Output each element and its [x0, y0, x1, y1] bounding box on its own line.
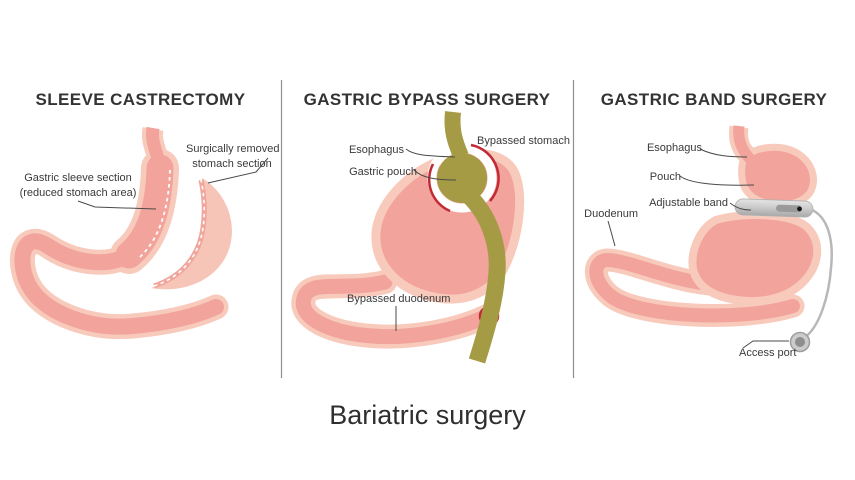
gastric-bypass-illustration [291, 111, 525, 364]
sleeve-gastrectomy-illustration [9, 126, 269, 340]
adjustable-band-shape [734, 198, 814, 218]
diagram-caption: Bariatric surgery [329, 400, 526, 430]
roux-limb [462, 189, 506, 364]
band-label-leader [729, 202, 752, 211]
duodenum-inner [14, 233, 224, 335]
gastric-pouch-label-leader [413, 169, 457, 181]
removed-label-leader [207, 157, 269, 184]
bypassed-duodenum-inner [295, 274, 495, 345]
removed-section-staple-line [153, 179, 206, 287]
band-tubing [803, 207, 833, 340]
sleeve-label-leader [77, 200, 157, 210]
stomach-body-shape [688, 211, 822, 306]
sleeve-staple-line [139, 169, 171, 258]
esophagus-label-leader [405, 148, 456, 158]
access-port-label-leader [742, 340, 789, 349]
duodenum-label-leader [607, 220, 616, 247]
esophagus-inner [733, 125, 758, 168]
removed-stomach-section-shape [151, 178, 232, 290]
access-port-center [795, 337, 805, 347]
sleeve-inner [115, 154, 174, 269]
esophagus-limb [444, 111, 469, 160]
cut-line-left [428, 163, 451, 213]
duodenum-inner [589, 252, 800, 323]
pouch-label-leader [679, 175, 755, 186]
esophagus-label-leader [699, 148, 748, 158]
gastric-band-illustration [584, 125, 833, 353]
cut-line-right [470, 143, 500, 202]
